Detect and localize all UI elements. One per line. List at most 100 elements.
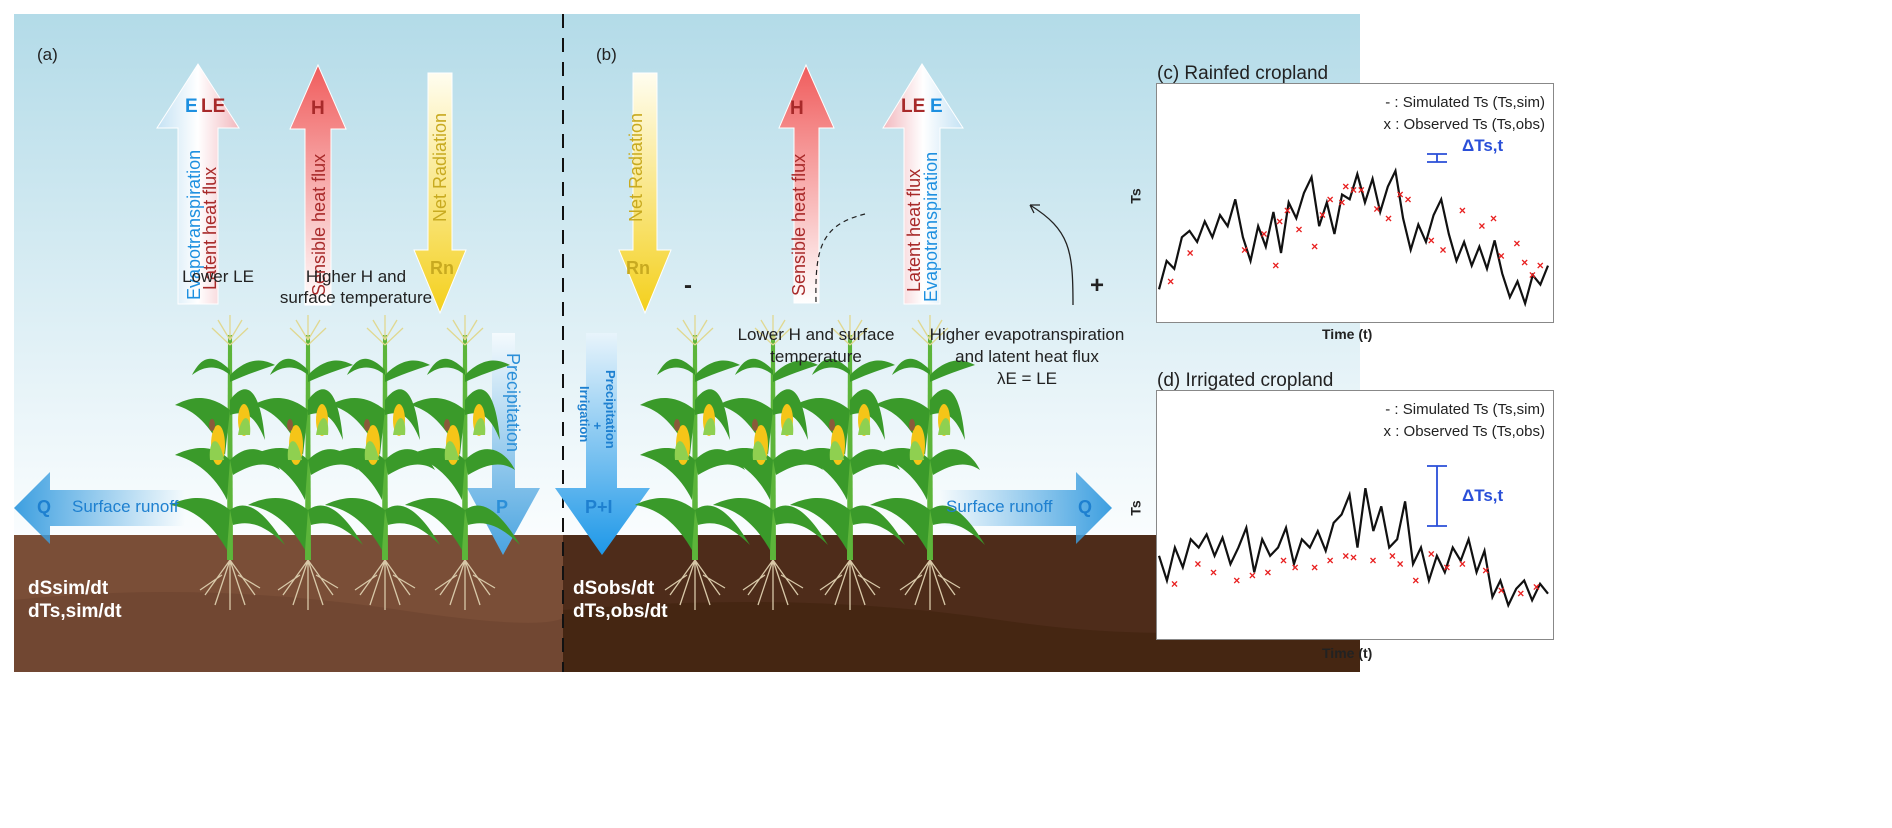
observed-ts-point: × (1482, 564, 1489, 578)
precipitation-label-b: Precipitation (603, 370, 618, 449)
observed-ts-point: × (1397, 557, 1404, 571)
observed-ts-point: × (1194, 557, 1201, 571)
chart-c-ylabel: Ts (1127, 188, 1144, 204)
observed-ts-point: × (1517, 587, 1524, 601)
solid-feedback-arrow (1029, 204, 1074, 306)
plus-sign: + (1090, 272, 1105, 299)
panel-b-label: (b) (596, 45, 617, 64)
precip-irrigation-arrow (555, 333, 650, 555)
precip-arrow (467, 333, 540, 555)
lower-le-text: Lower LE (182, 267, 254, 286)
observed-ts-point: × (1338, 195, 1345, 209)
precipitation-label: Precipitation (503, 353, 523, 453)
observed-ts-point: × (1389, 549, 1396, 563)
observed-ts-point: × (1385, 211, 1392, 225)
observed-ts-point: × (1292, 560, 1299, 574)
observed-ts-point: × (1342, 549, 1349, 563)
rn-symbol-b: Rn (626, 258, 650, 278)
higher-h-text-2: surface temperature (279, 288, 433, 307)
le-symbol-b: LE (901, 96, 926, 117)
observed-ts-point: × (1498, 249, 1505, 263)
observed-ts-point: × (1428, 547, 1435, 561)
observed-ts-point: × (1358, 183, 1365, 197)
simulated-ts-line (1157, 167, 1550, 308)
chart-c-title: (c) Rainfed cropland (1157, 63, 1329, 84)
observed-ts-point: × (1369, 554, 1376, 568)
e-symbol-b: E (930, 96, 943, 117)
le-arrow-b (882, 63, 964, 305)
h-symbol-b: H (790, 98, 804, 119)
runoff-arrow-b (940, 472, 1112, 544)
chart-d-legend: - : Simulated Ts (Ts,sim) x : Observed T… (1384, 399, 1545, 443)
observed-ts-point: × (1533, 580, 1540, 594)
plus-label-b: + (590, 422, 605, 430)
observed-ts-point: × (1373, 202, 1380, 216)
lambda-e-equation: λE = LE (996, 369, 1058, 388)
delta-ts-annotation: ΔTs,t (1462, 136, 1504, 155)
observed-ts-point: × (1478, 219, 1485, 233)
q-symbol-a: Q (37, 497, 52, 517)
observed-ts-point: × (1233, 574, 1240, 588)
panel-a-label: (a) (37, 45, 58, 64)
observed-ts-point: × (1397, 188, 1404, 202)
le-symbol: LE (201, 96, 226, 117)
observed-ts-point: × (1296, 222, 1303, 236)
observed-ts-point: × (1276, 214, 1283, 228)
observed-ts-point: × (1342, 180, 1349, 194)
observed-ts-point: × (1311, 560, 1318, 574)
chart-c-plot: ××××××××××××××××××××××××××××× (1157, 153, 1550, 308)
e-symbol: E (185, 96, 198, 117)
legend-sim: - : Simulated Ts (Ts,sim) (1385, 401, 1545, 418)
delta-ts-annotation: ΔTs,t (1462, 486, 1504, 505)
observed-ts-point: × (1327, 554, 1334, 568)
net-radiation-label: Net Radiation (430, 112, 450, 222)
observed-ts-point: × (1412, 574, 1419, 588)
lower-h-text-2: temperature (770, 347, 862, 366)
pi-symbol: P+I (585, 497, 613, 517)
net-radiation-label-b: Net Radiation (626, 112, 646, 222)
runoff-arrow-a (14, 472, 185, 544)
irrigation-label: Irrigation (577, 386, 592, 443)
observed-ts-point: × (1187, 246, 1194, 260)
higher-h-text-1: Higher H and (305, 267, 407, 286)
h-symbol: H (311, 98, 325, 119)
rn-arrow-a (413, 72, 467, 315)
observed-ts-point: × (1350, 183, 1357, 197)
soil-moisture-obs: dSobs/dt (573, 578, 655, 599)
evapotranspiration-label-b: Evapotranspiration (921, 151, 941, 302)
chart-c-xlabel: Time (t) (1322, 326, 1373, 342)
surface-runoff-label-a: Surface runoff (72, 497, 179, 516)
soil-moisture-sim: dSsim/dt (28, 578, 109, 599)
chart-d-xlabel: Time (t) (1322, 645, 1373, 661)
q-symbol-b: Q (1078, 497, 1093, 517)
sensible-heat-flux-label-b: Sensible heat flux (789, 153, 809, 296)
h-arrow-a (289, 63, 347, 306)
lower-h-text-1: Lower H and surface (737, 325, 895, 344)
observed-ts-point: × (1327, 192, 1334, 206)
minus-sign: - (684, 272, 692, 299)
chart-d: ××××××××××××××××××××××× - : Simulated Ts… (1156, 390, 1554, 640)
soil-temp-obs: dTs,obs/dt (573, 601, 668, 622)
observed-ts-point: × (1537, 259, 1544, 273)
legend-obs: x : Observed Ts (Ts,obs) (1383, 423, 1545, 440)
observed-ts-point: × (1249, 569, 1256, 583)
higher-et-text-2: and latent heat flux (955, 347, 1099, 366)
observed-ts-point: × (1319, 208, 1326, 222)
observed-ts-point: × (1284, 203, 1291, 217)
observed-ts-point: × (1210, 565, 1217, 579)
higher-et-text-1: Higher evapotranspiration (929, 325, 1125, 344)
rn-symbol: Rn (430, 258, 454, 278)
observed-ts-point: × (1490, 211, 1497, 225)
observed-ts-point: × (1171, 577, 1178, 591)
surface-runoff-label-b: Surface runoff (946, 497, 1053, 516)
observed-ts-point: × (1350, 550, 1357, 564)
p-symbol: P (496, 497, 509, 517)
rn-arrow-b (618, 72, 672, 315)
observed-ts-point: × (1261, 227, 1268, 241)
observed-ts-point: × (1241, 243, 1248, 257)
observed-ts-point: × (1404, 192, 1411, 206)
observed-ts-point: × (1439, 243, 1446, 257)
legend-sim: - : Simulated Ts (Ts,sim) (1385, 94, 1545, 111)
legend-obs: x : Observed Ts (Ts,obs) (1383, 116, 1545, 133)
